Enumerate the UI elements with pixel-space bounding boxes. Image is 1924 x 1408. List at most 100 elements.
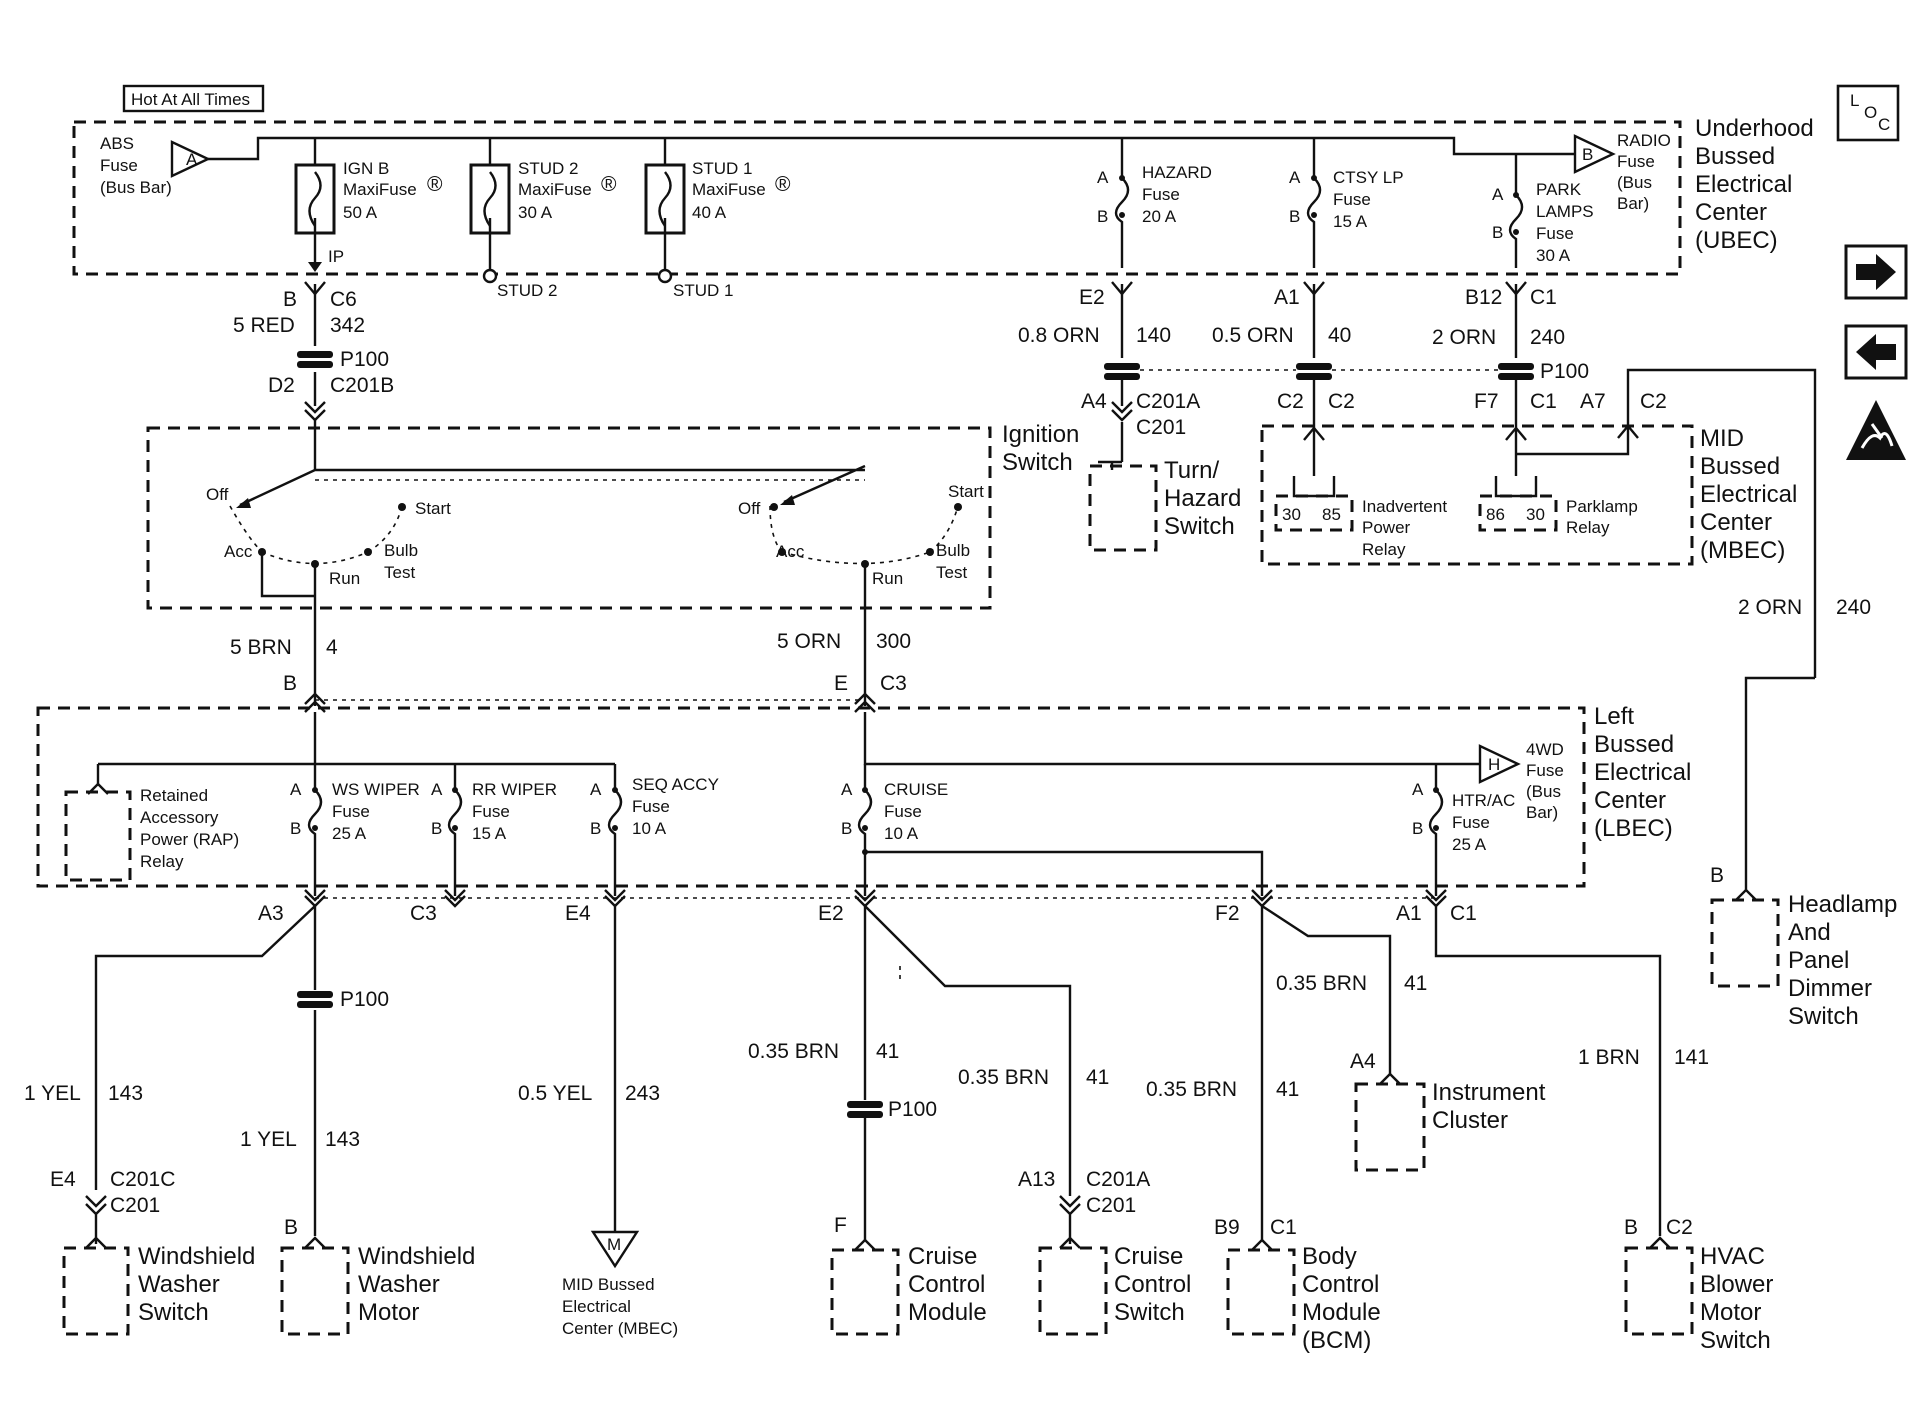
stud1-fuse-name: STUD 1 xyxy=(692,159,752,178)
hazard-conn2b: C201 xyxy=(1136,416,1186,439)
rr-wiper-rating: 15 A xyxy=(472,824,507,843)
switch-left-pin: B xyxy=(283,672,297,695)
radio-label-2: Fuse xyxy=(1617,152,1655,171)
ctsy-fuse-b: B xyxy=(1289,207,1300,226)
p100-e2: P100 xyxy=(888,1098,937,1121)
cruise-module-label-1: Cruise xyxy=(908,1243,977,1270)
bcm-conn: C1 xyxy=(1270,1216,1297,1239)
ctsy-fuse-type: Fuse xyxy=(1333,190,1371,209)
ws-wiper-type: Fuse xyxy=(332,802,370,821)
relay1-pin-30: 30 xyxy=(1282,505,1301,524)
headlamp-label-3: Panel xyxy=(1788,947,1849,974)
hvac-label-2: Blower xyxy=(1700,1271,1773,1298)
rr-wiper-name: RR WIPER xyxy=(472,780,557,799)
hazard-fuse-b: B xyxy=(1097,207,1108,226)
fourwd-label-4: Bar) xyxy=(1526,803,1558,822)
rr-wiper-b: B xyxy=(431,819,442,838)
arrow-right-icon[interactable] xyxy=(1844,244,1908,300)
brn-d-circuit: 41 xyxy=(1404,972,1427,995)
ws-switch-label-2: Washer xyxy=(138,1271,220,1298)
ign-right-run: Run xyxy=(872,569,903,588)
ctsy-circuit-num: 40 xyxy=(1328,324,1351,347)
mbec-ground-marker: M xyxy=(607,1235,621,1254)
seq-accy-name: SEQ ACCY xyxy=(632,775,719,794)
ign-left-acc: Acc xyxy=(224,542,253,561)
ign-right-start: Start xyxy=(948,482,984,501)
ctsy-circuit: A1 0.5 ORN 40 C2 C2 xyxy=(1212,281,1355,476)
switch-left-circuit: 4 xyxy=(326,636,338,659)
cruise-module-label-3: Module xyxy=(908,1299,987,1326)
bcm-pin: B9 xyxy=(1214,1216,1240,1239)
out-f2: F2 xyxy=(1215,902,1240,925)
ubec-title-1: Underhood xyxy=(1695,115,1814,142)
park-circuit: B12 C1 2 ORN 240 P100 F7 C1 A7 C2 xyxy=(1140,281,1817,678)
fourwd-label-3: (Bus xyxy=(1526,782,1561,801)
stud2-fuse-type: MaxiFuse xyxy=(518,180,592,199)
brn-c-circuit: 41 xyxy=(1276,1078,1299,1101)
switch-right-wire: 5 ORN xyxy=(777,630,841,653)
lbec-title-2: Bussed xyxy=(1594,731,1674,758)
ws-wiper-a: A xyxy=(290,780,302,799)
ws-wiper-rating: 25 A xyxy=(332,824,367,843)
hvac-label-4: Switch xyxy=(1700,1327,1771,1354)
abs-marker: A xyxy=(186,150,198,169)
park-fuse-type: Fuse xyxy=(1536,224,1574,243)
fourwd-label-1: 4WD xyxy=(1526,740,1564,759)
ws-motor-label-2: Washer xyxy=(358,1271,440,1298)
stud2-fuse-symbol: ® xyxy=(601,173,617,196)
hazard-wire: 0.8 ORN xyxy=(1018,324,1100,347)
radio-label-3: (Bus xyxy=(1617,173,1652,192)
mbec-ground: M MID Bussed Electrical Center (MBEC) xyxy=(562,1230,678,1338)
arrow-left-icon[interactable] xyxy=(1844,324,1908,380)
ubec-title-2: Bussed xyxy=(1695,143,1775,170)
radio-marker: B xyxy=(1582,145,1593,164)
park-pin2: F7 xyxy=(1474,390,1499,413)
loc-icon[interactable]: L O C xyxy=(1836,84,1900,142)
ws-washer-motor: B Windshield Washer Motor xyxy=(280,1216,475,1336)
park-fuse-b: B xyxy=(1492,223,1503,242)
ctsy-fuse-rating: 15 A xyxy=(1333,212,1368,231)
ubec-section: Hot At All Times A ABS Fuse (Bus Bar) B … xyxy=(72,84,1814,300)
hazard-pin: E2 xyxy=(1079,286,1105,309)
ws-wiper-name: WS WIPER xyxy=(332,780,420,799)
park-fuse-name-2: LAMPS xyxy=(1536,202,1594,221)
brn-b-wire: 0.35 BRN xyxy=(958,1066,1049,1089)
ign-pin2: D2 xyxy=(268,374,295,397)
brn-a-circuit: 41 xyxy=(876,1040,899,1063)
ign-b-fuse-type: MaxiFuse xyxy=(343,180,417,199)
rr-wiper-type: Fuse xyxy=(472,802,510,821)
cruise-control-module: F Cruise Control Module xyxy=(830,1214,987,1336)
esd-warning-icon[interactable] xyxy=(1846,400,1906,460)
bcm-label-2: Control xyxy=(1302,1271,1379,1298)
p100-a3: P100 xyxy=(340,988,389,1011)
headlamp-circuit: 2 ORN 240 B Headlamp And Panel Dimmer Sw… xyxy=(1710,596,1897,1030)
abs-label-2: Fuse xyxy=(100,156,138,175)
ign-left-bulb: Bulb xyxy=(384,541,418,560)
switch-left-wire: 5 BRN xyxy=(230,636,292,659)
ign-left-start: Start xyxy=(415,499,451,518)
ign-wire: 5 RED xyxy=(233,314,295,337)
stud1-terminal: STUD 1 xyxy=(673,281,733,300)
cruise-switch-pin: A13 xyxy=(1018,1168,1055,1191)
ubec-title-4: Center xyxy=(1695,199,1767,226)
htr-ac-a: A xyxy=(1412,780,1424,799)
relay1-label-1: Inadvertent xyxy=(1362,497,1447,516)
ign-pin: B xyxy=(283,288,297,311)
ign-right-test: Test xyxy=(936,563,967,582)
hvac-conn: C2 xyxy=(1666,1216,1693,1239)
radio-label-1: RADIO xyxy=(1617,131,1671,150)
out-c1: C1 xyxy=(1450,902,1477,925)
bcm-label-1: Body xyxy=(1302,1243,1357,1270)
stud2-fuse-name: STUD 2 xyxy=(518,159,578,178)
cruise-fuse-a: A xyxy=(841,780,853,799)
turn-hazard-label-2: Hazard xyxy=(1164,485,1241,512)
lbec-title-1: Left xyxy=(1594,703,1634,730)
ws-switch-label-1: Windshield xyxy=(138,1243,255,1270)
cruise-fuse-b: B xyxy=(841,819,852,838)
brn1-circuit: 141 xyxy=(1674,1046,1709,1069)
turn-hazard-switch: Turn/ Hazard Switch xyxy=(1088,457,1241,552)
mbec-title-3: Electrical xyxy=(1700,481,1797,508)
cruise-module-label-2: Control xyxy=(908,1271,985,1298)
hazard-fuse-type: Fuse xyxy=(1142,185,1180,204)
cluster-label-1: Instrument xyxy=(1432,1079,1546,1106)
